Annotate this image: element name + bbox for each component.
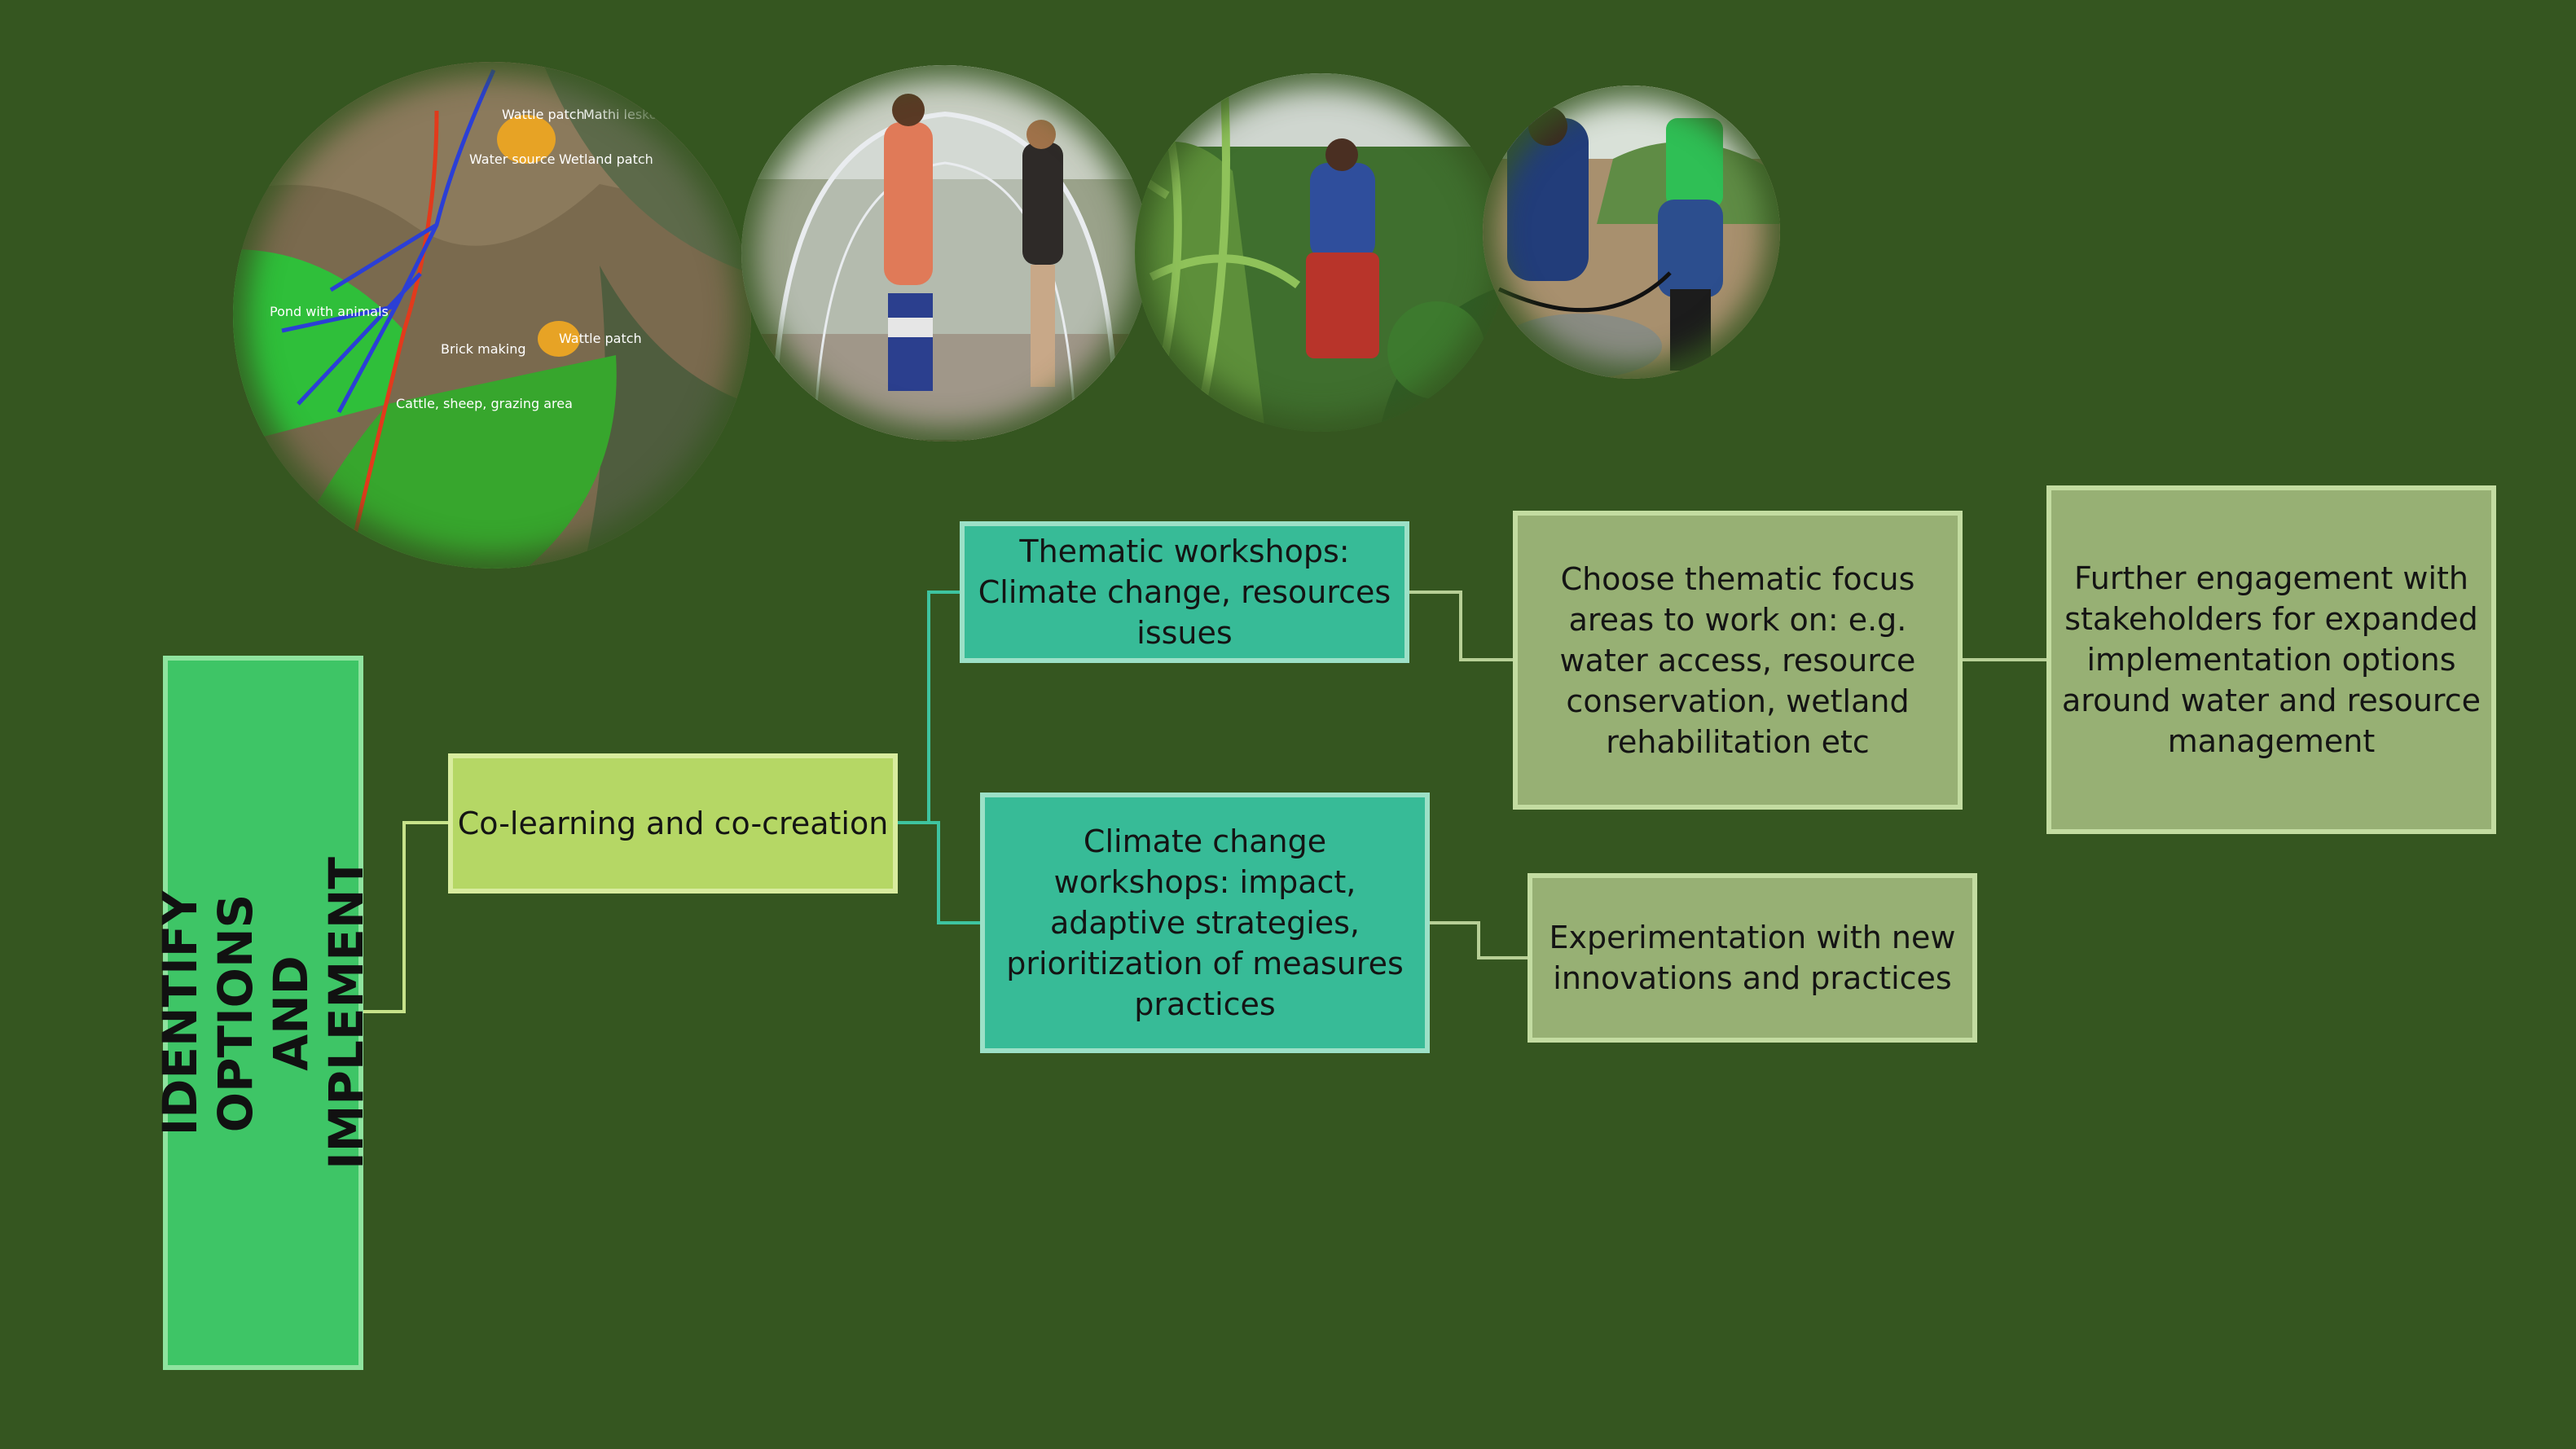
thematic-focus-label: Choose thematic focus areas to work on: … bbox=[1559, 560, 1916, 760]
connector-root-to-colearning bbox=[363, 821, 448, 1013]
connector-colearning-to-climate bbox=[898, 821, 980, 924]
thematic-focus-box: Choose thematic focus areas to work on: … bbox=[1513, 511, 1963, 810]
experimentation-box: Experimentation with new innovations and… bbox=[1528, 873, 1977, 1043]
connector-colearning-to-thematic bbox=[898, 591, 960, 824]
map-label: Pond with animals bbox=[270, 304, 389, 319]
map-photo: Wattle patch Mathi leskole Water source … bbox=[233, 62, 751, 569]
tunnel-construction-photo bbox=[741, 65, 1149, 441]
colearning-label: Co-learning and co-creation bbox=[457, 806, 889, 841]
root-label: IDENTIFY OPTIONS AND IMPLEMENT bbox=[152, 856, 374, 1170]
maize-garden-photo bbox=[1135, 73, 1506, 432]
connector-thematic-to-focus bbox=[1409, 591, 1513, 661]
connector-climate-to-experiment bbox=[1430, 921, 1528, 959]
experimentation-label: Experimentation with new innovations and… bbox=[1549, 920, 1956, 996]
further-engagement-box: Further engagement with stakeholders for… bbox=[2046, 485, 2496, 834]
map-label: Water source bbox=[469, 151, 556, 167]
root-box: IDENTIFY OPTIONS AND IMPLEMENT bbox=[152, 656, 374, 1370]
map-label: Cattle, sheep, grazing area bbox=[396, 396, 573, 411]
further-engagement-label: Further engagement with stakeholders for… bbox=[2062, 560, 2481, 759]
map-label: Wattle patch bbox=[559, 331, 642, 346]
thematic-workshops-box: Thematic workshops: Climate change, reso… bbox=[960, 521, 1409, 663]
map-label: Wattle patch bbox=[502, 107, 585, 122]
map-label: Mathi leskole bbox=[583, 107, 669, 122]
drip-irrigation-photo bbox=[1483, 86, 1780, 379]
thematic-workshops-label: Thematic workshops: Climate change, reso… bbox=[978, 533, 1391, 651]
climate-workshops-box: Climate change workshops: impact, adapti… bbox=[980, 793, 1430, 1053]
climate-workshops-label: Climate change workshops: impact, adapti… bbox=[1006, 823, 1404, 1022]
colearning-box: Co-learning and co-creation bbox=[448, 753, 898, 894]
map-label: Brick making bbox=[441, 341, 526, 357]
map-label: Wetland patch bbox=[559, 151, 653, 167]
